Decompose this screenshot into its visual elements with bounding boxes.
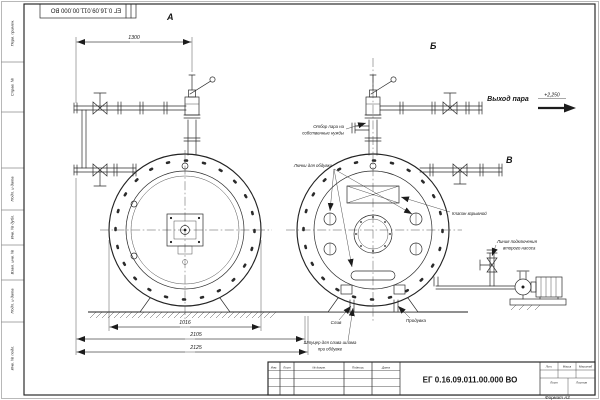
right-vessel-bolt-circle xyxy=(302,159,444,301)
view-label-v: В xyxy=(506,155,513,165)
inverted-doc-stamp: ЕГ 0.16.09.011.00.000 ВО xyxy=(39,3,137,19)
margin-label: Взам. инв. № xyxy=(10,249,15,274)
tb-sheets: Листов xyxy=(575,381,587,385)
left-vessel-hinge xyxy=(130,200,138,208)
svg-text:собственные нужды: собственные нужды xyxy=(302,131,345,136)
flow-arrow-head xyxy=(564,103,576,113)
dimension-diameter-1016: 1016 xyxy=(108,240,262,331)
svg-text:при обдувке: при обдувке xyxy=(318,347,343,352)
steam-outlet-label: Выход пара xyxy=(487,95,529,103)
svg-text:второго насоса: второго насоса xyxy=(503,246,536,251)
gate-valve xyxy=(479,257,498,273)
svg-text:Слив: Слив xyxy=(331,320,342,325)
margin-label: Инв. № дубл. xyxy=(10,215,15,240)
safety-valve-left xyxy=(183,74,216,156)
svg-text:Отбор пара на: Отбор пара на xyxy=(313,124,344,129)
gate-valve xyxy=(442,92,458,115)
gate-valve xyxy=(92,163,108,187)
blow-hatch-port xyxy=(323,212,423,256)
bottom-port-right xyxy=(393,284,406,295)
margin-label: Перв. примен. xyxy=(10,20,15,47)
dimension-2125: 2125 xyxy=(76,316,309,355)
tb-sheet: Лист xyxy=(549,381,558,385)
callout-explosive-valve: Клапан взрывной xyxy=(400,196,487,216)
tb-lit: Лит. xyxy=(545,365,553,369)
svg-text:1300: 1300 xyxy=(128,35,140,41)
svg-text:Лючки для обдувки: Лючки для обдувки xyxy=(293,163,333,168)
margin-label: Инв. № подл. xyxy=(10,346,15,371)
safety-valve-lever xyxy=(370,78,396,95)
dimension-2105: 2105 xyxy=(75,178,306,355)
tb-col-list: Лист xyxy=(282,365,291,369)
left-vessel-front-view xyxy=(100,150,272,322)
callout-own-needs: Отбор пара на собственные нужды xyxy=(302,122,367,136)
title-block: Изм. Лист № докум. Подпись Дата ЕГ 0.16.… xyxy=(267,361,596,396)
left-vessel-lifting-lug xyxy=(181,162,189,170)
left-lower-manifold xyxy=(73,163,137,187)
tb-col-sign: Подпись xyxy=(352,365,364,369)
right-vessel-lifting-lug xyxy=(369,162,377,170)
tb-col-date: Дата xyxy=(381,365,390,369)
left-vessel-bolt-circle xyxy=(114,159,256,301)
pump-motor xyxy=(535,276,563,298)
safety-valve-weight xyxy=(390,76,397,83)
margin-label: Справ. № xyxy=(10,77,15,96)
margin-label: Подп. и дата xyxy=(10,176,15,202)
pump-coupling xyxy=(530,281,537,293)
right-vessel-front-view xyxy=(286,58,462,322)
safety-valve-lever xyxy=(189,78,215,95)
inverted-doc-number: ЕГ 0.16.09.011.00.000 ВО xyxy=(51,7,122,13)
manifold-drop-pipe xyxy=(81,109,87,169)
tb-scale: Масштаб xyxy=(579,365,592,369)
explosion-hatch xyxy=(346,185,400,204)
gate-valve xyxy=(92,92,108,115)
callout-sludge-fitting: Штуцер для слива шлама при обдувке xyxy=(304,307,357,352)
elevation-mark: +2,250 xyxy=(544,93,560,99)
safety-valve-weight xyxy=(209,76,216,83)
pump-discharge xyxy=(516,270,530,280)
burner-mount-plate xyxy=(166,213,204,265)
pump-base-frame xyxy=(509,298,567,306)
tb-doc-number: ЕГ 0.16.09.011.00.000 ВО xyxy=(423,376,518,385)
left-vessel-hinge xyxy=(130,252,138,260)
tb-col-izm: Изм. xyxy=(271,365,278,369)
bottom-port-left xyxy=(340,284,353,295)
svg-text:1016: 1016 xyxy=(179,320,191,326)
svg-text:Продувка: Продувка xyxy=(406,318,426,323)
callout-blow-hatches: Лючки для обдувки xyxy=(293,163,413,268)
tb-col-doc: № докум. xyxy=(312,365,325,369)
right-lower-pipe xyxy=(419,163,503,185)
pump-unit xyxy=(433,249,567,311)
second-pump-tee xyxy=(486,249,498,287)
format-label: Формат А3 xyxy=(545,395,570,400)
callout-blowdown: Продувка xyxy=(397,305,426,323)
view-label-a: А xyxy=(166,12,174,22)
gate-valve xyxy=(452,163,468,185)
left-upper-manifold xyxy=(73,92,187,169)
svg-text:2105: 2105 xyxy=(189,332,202,338)
manhole xyxy=(353,214,393,254)
svg-text:Штуцер для слива шлама: Штуцер для слива шлама xyxy=(304,340,357,345)
svg-text:Линия подключения: Линия подключения xyxy=(496,239,538,244)
steam-outlet-line: Выход пара +2,250 xyxy=(379,92,576,115)
callout-second-pump: Линия подключения второго насоса xyxy=(491,239,538,257)
svg-text:Клапан взрывной: Клапан взрывной xyxy=(452,211,487,216)
svg-text:2125: 2125 xyxy=(189,345,202,351)
dimension-top-1300: 1300 xyxy=(75,35,193,103)
bottom-slot-port xyxy=(350,270,396,281)
margin-label: Подп. и дата xyxy=(10,288,15,314)
view-label-b: Б xyxy=(430,41,437,51)
safety-valve-right xyxy=(351,74,397,156)
tb-mass: Масса xyxy=(563,365,572,369)
